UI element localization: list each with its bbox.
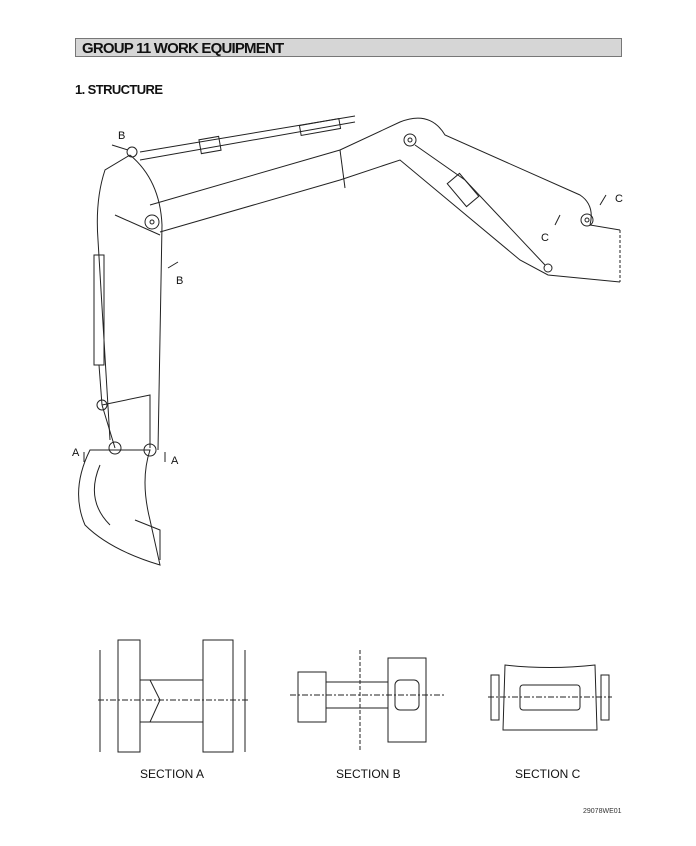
callout-labels: B B A A C C bbox=[72, 130, 623, 467]
section-title: 1. STRUCTURE bbox=[75, 82, 163, 97]
group-title: GROUP 11 WORK EQUIPMENT bbox=[82, 40, 284, 57]
callout-a-right: A bbox=[171, 455, 179, 467]
callout-a-left: A bbox=[72, 447, 80, 459]
bucket-linkage bbox=[96, 394, 157, 457]
arm bbox=[96, 146, 163, 451]
section-b-drawing bbox=[290, 650, 445, 750]
section-a-drawing bbox=[98, 639, 250, 753]
callout-c-right: C bbox=[615, 193, 623, 205]
figure-code: 29078WE01 bbox=[583, 808, 622, 815]
callout-c-left: C bbox=[541, 232, 549, 244]
bucket-cylinder bbox=[93, 254, 105, 406]
arm-cylinder bbox=[414, 144, 553, 273]
section-b-label: SECTION B bbox=[336, 767, 401, 781]
section-a-label: SECTION A bbox=[140, 767, 205, 781]
callout-b-bottom: B bbox=[176, 275, 183, 287]
callout-b-top: B bbox=[118, 130, 125, 142]
bucket bbox=[78, 449, 161, 566]
boom bbox=[149, 117, 621, 283]
section-c-label: SECTION C bbox=[515, 767, 581, 781]
section-callouts bbox=[83, 144, 607, 462]
boom-cylinder bbox=[139, 115, 356, 161]
section-c-drawing bbox=[488, 664, 612, 731]
group-header-bar: GROUP 11 WORK EQUIPMENT bbox=[75, 38, 622, 57]
